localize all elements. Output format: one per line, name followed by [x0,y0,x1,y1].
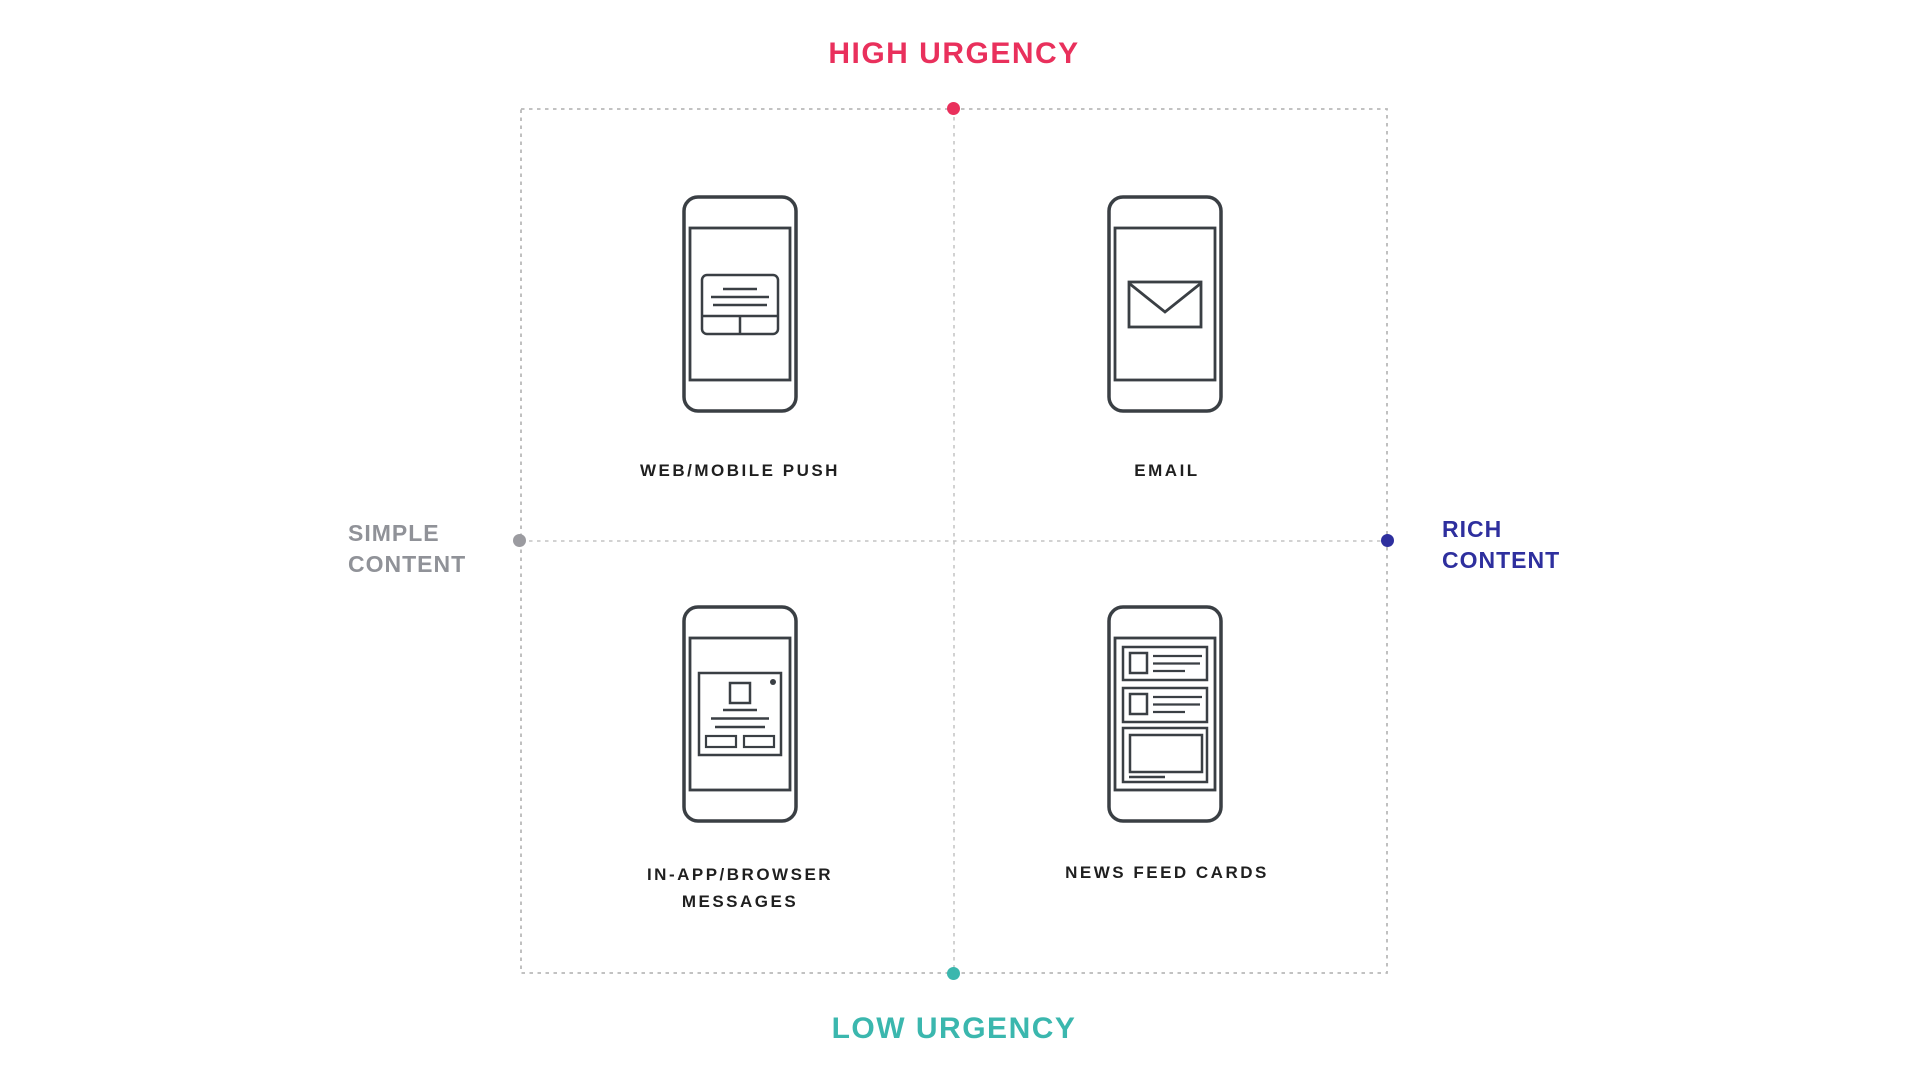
in-app-message-phone-icon [682,605,798,823]
axis-label-high-urgency: HIGH URGENCY [828,37,1080,70]
high-urgency-dot [947,102,960,115]
simple-content-dot [513,534,526,547]
news-feed-cards-phone-icon [1107,605,1223,823]
quadrant-label-line: MESSAGES [681,892,799,911]
quadrant-label-line: NEWS FEED CARDS [1065,863,1269,882]
axis-label-line: CONTENT [1442,547,1561,573]
quadrant-label-email: EMAIL [917,457,1417,484]
rich-content-dot [1381,534,1394,547]
axis-label-line: CONTENT [348,551,467,577]
quadrant-label-line: EMAIL [1134,461,1200,480]
email-phone-icon [1107,195,1223,413]
quadrant-label-news-feed-cards: NEWS FEED CARDS [917,859,1417,886]
axis-label-line: RICH [1442,516,1503,542]
quadrant-label-line: WEB/MOBILE PUSH [640,461,840,480]
axis-label-low-urgency: LOW URGENCY [831,1012,1077,1045]
quadrant-label-web-mobile-push: WEB/MOBILE PUSH [490,457,990,484]
axis-label-simple-content: SIMPLE CONTENT [348,518,466,580]
push-notification-phone-icon [682,195,798,413]
matrix-grid [520,108,1388,974]
modal-close-dot [770,679,776,685]
quadrant-label-in-app-browser-messages: IN-APP/BROWSER MESSAGES [490,861,990,915]
low-urgency-dot [947,967,960,980]
quadrant-label-line: IN-APP/BROWSER [646,865,834,884]
axis-label-rich-content: RICH CONTENT [1442,514,1560,576]
axis-label-line: SIMPLE [348,520,440,546]
